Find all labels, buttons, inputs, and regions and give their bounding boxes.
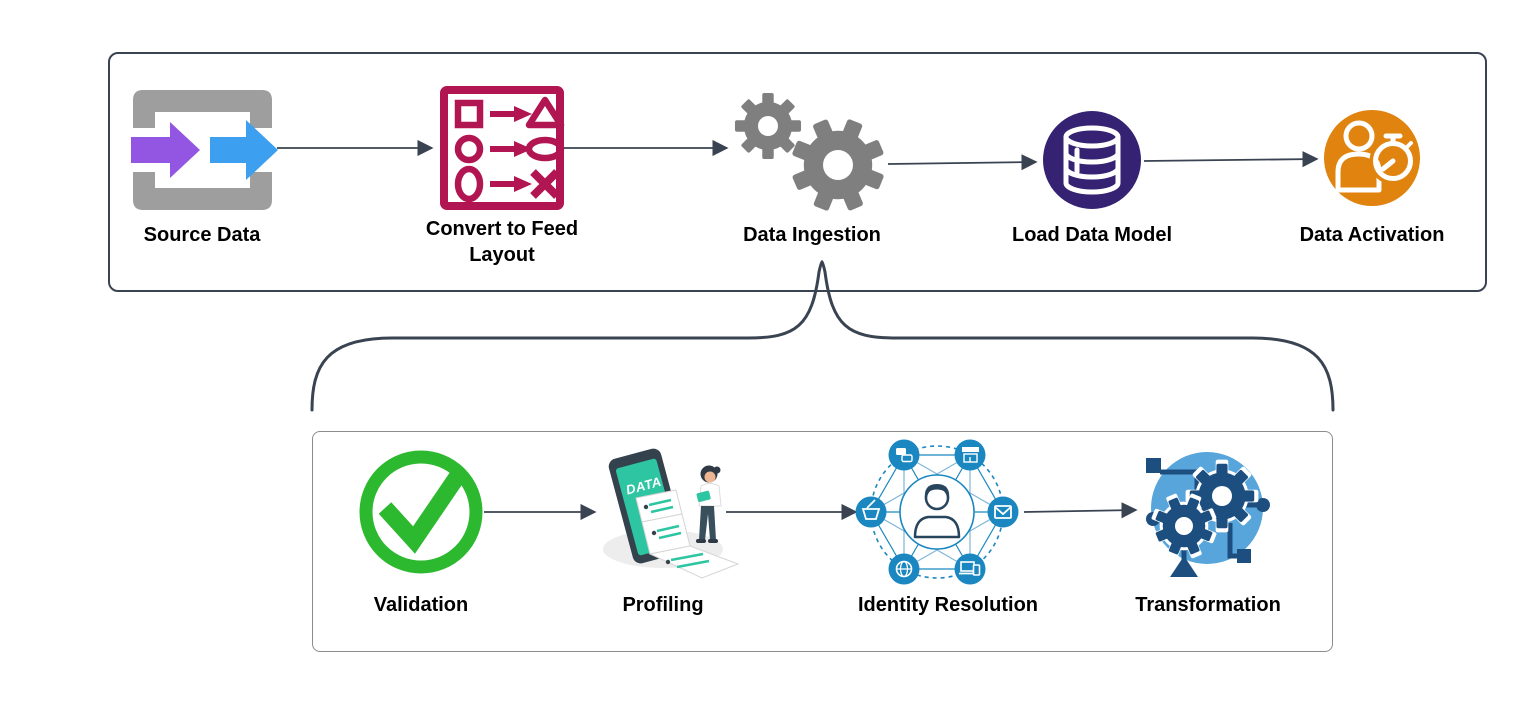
stage-label-load-data-model: Load Data Model — [1011, 224, 1172, 246]
stage-label-profiling: Profiling — [622, 594, 704, 616]
stage-label-validation: Validation — [373, 594, 469, 616]
stage-label-transformation: Transformation — [1135, 594, 1281, 616]
stage-label-source-data: Source Data — [143, 224, 261, 246]
stage-label-identity-resolution: Identity Resolution — [858, 594, 1038, 616]
stage-label-data-activation: Data Activation — [1299, 224, 1445, 246]
stage-label-data-ingestion: Data Ingestion — [743, 224, 881, 246]
pipeline-container-box[interactable] — [108, 52, 1487, 292]
ingestion-detail-container-box[interactable] — [312, 431, 1333, 652]
stage-label-convert-feed: Convert to Feed Layout — [425, 218, 579, 266]
